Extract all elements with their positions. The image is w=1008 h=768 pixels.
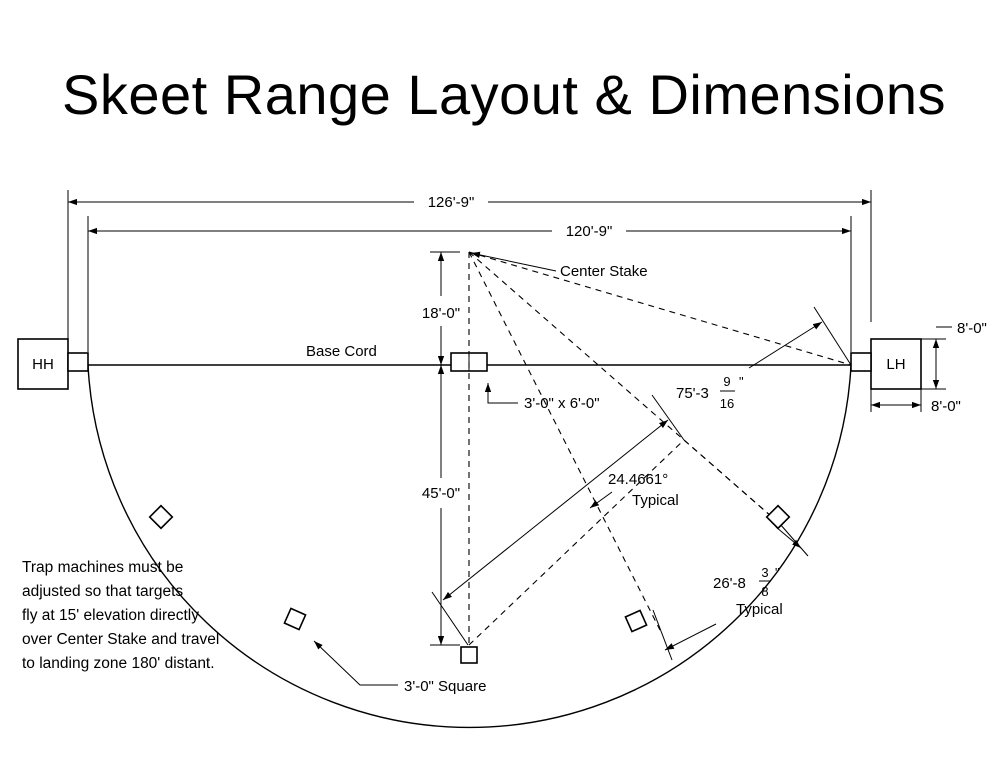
chord-frac-num: 3: [761, 565, 768, 580]
low-house-label: LH: [886, 356, 905, 373]
radius-inch: ": [739, 374, 744, 389]
lh-height-label: 8'-0": [957, 320, 987, 337]
radial-line-station-7: [468, 251, 852, 366]
station-arc: [87, 364, 852, 729]
station-5-pad: [624, 609, 648, 633]
low-house: [870, 338, 922, 390]
note-line-1: Trap machines must be: [22, 559, 183, 576]
chord-dim-line-b: [775, 526, 802, 549]
angle-value-label: 24.4661°: [608, 471, 668, 488]
chord-ext-bottom: [652, 609, 673, 661]
station-6-pad: [765, 504, 791, 530]
chord-label: 26'-8: [713, 575, 746, 592]
high-house-label: HH: [32, 356, 54, 373]
note-line-5: to landing zone 180' distant.: [22, 655, 215, 672]
radius-frac-den: 16: [720, 396, 734, 411]
radius-dim-line: [748, 321, 823, 369]
radial-line-station-5: [468, 251, 661, 631]
station-4-pad: [460, 646, 478, 664]
chord-inch: ": [775, 565, 780, 580]
radius-label: 75'-3: [676, 385, 709, 402]
radius-frac-num: 9: [723, 374, 730, 389]
angle-leader: [589, 491, 613, 509]
station-1-pad: [67, 352, 89, 372]
square-pad-label: 3'-0" Square: [404, 678, 486, 695]
chord-frac-den: 8: [761, 584, 768, 599]
note-line-2: adjusted so that targets: [22, 583, 183, 600]
lh-width-label: 8'-0": [931, 398, 961, 415]
station-2-pad: [148, 504, 174, 530]
station-8-pad-label: 3'-0" x 6'-0": [524, 395, 600, 412]
chord-dim-line-a: [664, 623, 717, 651]
center-stake-label: Center Stake: [560, 263, 648, 280]
station-7-pad: [850, 352, 872, 372]
cord-width-label: 120'-9": [566, 223, 613, 240]
page-title: Skeet Range Layout & Dimensions: [62, 63, 946, 126]
angle-ext-bottom: [431, 591, 469, 646]
center-stake-leader: [470, 251, 557, 272]
dim-18-label: 18'-0": [422, 305, 460, 322]
chord-typical-label: Typical: [736, 601, 783, 618]
angle-ext-top: [651, 394, 685, 441]
angle-dim-line: [442, 419, 669, 601]
chord-line-dashed-2: [683, 439, 781, 525]
note-line-4: over Center Stake and travel: [22, 631, 219, 648]
overall-width-label: 126'-9": [428, 194, 475, 211]
chord-ext-top: [779, 523, 809, 557]
note-line-3: fly at 15' elevation directly: [22, 607, 199, 624]
angle-typical-label: Typical: [632, 492, 679, 509]
station-8-pad-leader: [484, 383, 518, 404]
radius-ext: [813, 306, 852, 366]
square-pad-leader: [313, 640, 398, 686]
base-cord-label: Base Cord: [306, 343, 377, 360]
dim-45-label: 45'-0": [422, 485, 460, 502]
station-3-pad: [283, 607, 307, 631]
